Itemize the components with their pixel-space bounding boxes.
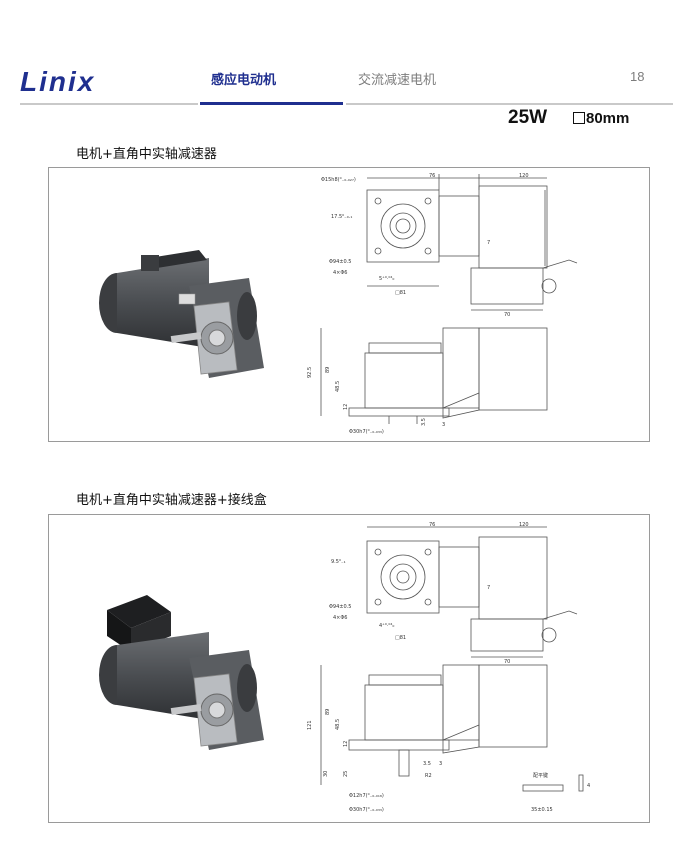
dim2-flange: □81 (395, 635, 406, 641)
dim2-h4: 12 (343, 741, 349, 747)
dim-spigot: Φ30h7(⁰₋₀.₀₃₃) (349, 429, 384, 435)
figure-1: 76 120 Φ15h8(⁰₋₀.₀₂₇) 17.5⁰₋₀.₁ Φ94±0.5 … (99, 173, 578, 435)
figure-2: 76 120 9.5⁰₋₁ Φ94±0.5 4×Φ6 4⁺⁰·⁰⁴₀ □81 7… (99, 522, 590, 813)
header-rule-active (200, 102, 343, 105)
dim-h2: 89 (325, 367, 331, 373)
dim2-spigot: Φ30h7(⁰₋₀.₀₃₃) (349, 807, 384, 813)
dims-side-1: 92.5 89 48.5 12 Φ30h7(⁰₋₀.₀₃₃) 3.5 3 (307, 367, 445, 435)
dim2-shaft: Φ12h7(⁰₋₀.₀₁₈) (349, 793, 384, 799)
dim2-h2: 89 (325, 709, 331, 715)
dim-key-w: 5⁺⁰·⁰⁴₀ (379, 276, 394, 282)
section-title-2: 电机+直角中实轴减速器+接线盒 (76, 493, 267, 508)
dim2-h6: 25 (343, 771, 349, 777)
dim-t1: 3.5 (421, 418, 427, 426)
motor-photo (99, 250, 264, 378)
dim-motor-len: 120 (519, 173, 529, 179)
dim2-h3: 48.5 (335, 719, 341, 730)
dim2-key: 9.5⁰₋₁ (331, 559, 346, 565)
dim2-key-label: 配平键 (533, 772, 548, 779)
dims-side-2: 121 89 48.5 12 30 25 Φ12h7(⁰₋₀.₀₁₈) Φ30h… (307, 709, 590, 813)
dim-h3: 48.5 (335, 381, 341, 392)
header-rule-left (20, 103, 198, 105)
dim2-r: R2 (425, 773, 432, 779)
spec-frame-size: 80mm (573, 110, 629, 127)
drawing-side-view-2 (320, 664, 584, 792)
spec-power: 25W (508, 107, 548, 128)
motor-with-box-photo (99, 595, 264, 750)
dim2-key-len: 35±0.15 (531, 807, 553, 813)
dims-top-2: 76 120 9.5⁰₋₁ Φ94±0.5 4×Φ6 4⁺⁰·⁰⁴₀ □81 7… (329, 522, 529, 665)
header-rule-right (346, 103, 673, 105)
dim2-t1: 3.5 (423, 761, 431, 767)
dim2-box-len: 70 (504, 659, 510, 665)
page-number: 18 (630, 69, 645, 84)
dim-top-width: 76 (429, 173, 435, 179)
drawing-side-view-1 (320, 327, 548, 424)
figure-frame-2: 76 120 9.5⁰₋₁ Φ94±0.5 4×Φ6 4⁺⁰·⁰⁴₀ □81 7… (48, 514, 650, 823)
dim-h1: 92.5 (307, 367, 313, 378)
dim-h4: 12 (343, 404, 349, 410)
dim-box-len: 70 (504, 312, 510, 318)
dim-flange: □81 (395, 290, 406, 296)
tab-induction-motor[interactable]: 感应电动机 (211, 73, 277, 88)
spec-size-value: 80mm (586, 110, 630, 127)
dim-key: 17.5⁰₋₀.₁ (331, 214, 352, 220)
dim2-h5: 30 (323, 771, 329, 777)
square-icon (573, 112, 585, 124)
dim2-pcd: Φ94±0.5 (329, 604, 351, 610)
figure-frame-1: 76 120 Φ15h8(⁰₋₀.₀₂₇) 17.5⁰₋₀.₁ Φ94±0.5 … (48, 167, 650, 442)
dim2-h1: 121 (307, 720, 313, 730)
dim-t2: 3 (442, 422, 445, 428)
section-title-1: 电机+直角中实轴减速器 (76, 147, 217, 162)
dim-shaft-dia: Φ15h8(⁰₋₀.₀₂₇) (321, 177, 356, 183)
dim2-top-width: 76 (429, 522, 435, 528)
dim2-motor-len: 120 (519, 522, 529, 528)
dim-pcd: Φ94±0.5 (329, 259, 351, 265)
tab-ac-gear-motor[interactable]: 交流减速电机 (358, 73, 437, 88)
dim2-key-h: 4 (587, 783, 590, 789)
drawing-top-view-1 (366, 174, 578, 311)
dim2-t2: 3 (439, 761, 442, 767)
brand-logo: Linix (20, 66, 96, 97)
dim2-holes: 4×Φ6 (333, 615, 348, 621)
dim-holes: 4×Φ6 (333, 270, 348, 276)
dim2-key-w: 4⁺⁰·⁰⁴₀ (379, 623, 394, 629)
dims-top-1: 76 120 Φ15h8(⁰₋₀.₀₂₇) 17.5⁰₋₀.₁ Φ94±0.5 … (321, 173, 529, 318)
drawing-top-view-2 (366, 526, 578, 658)
dim2-offset: 7 (487, 585, 490, 591)
dim-offset: 7 (487, 240, 490, 246)
